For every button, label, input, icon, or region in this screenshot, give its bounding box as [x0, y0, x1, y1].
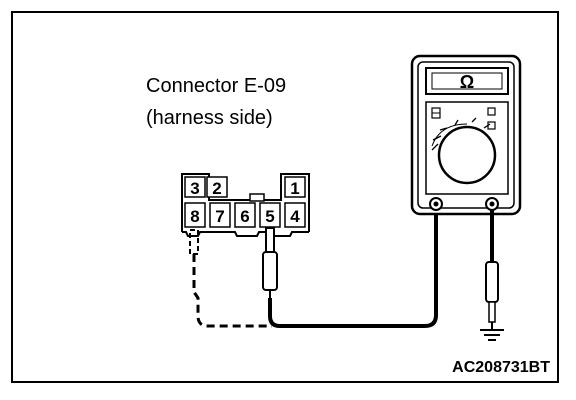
- pin-number: 3: [190, 179, 199, 198]
- pin-cell-4: [284, 202, 306, 228]
- pin-number: 1: [290, 179, 299, 198]
- connector-name-label: Connector E-09: [146, 75, 286, 97]
- pin-cell-8: [184, 202, 206, 228]
- pin-cell-7: [209, 202, 231, 228]
- pin-cell-3: [184, 176, 206, 198]
- pin-number: 2: [212, 179, 221, 198]
- test-lead-solid: [268, 205, 438, 328]
- pin-cell-6: [234, 202, 256, 228]
- figure-frame: [11, 11, 559, 383]
- pin-number: 5: [265, 207, 274, 226]
- ohmmeter-icon: Ω: [410, 54, 522, 216]
- ohm-symbol: Ω: [460, 72, 474, 92]
- figure-code: AC208731BT: [452, 359, 550, 376]
- probe-ground: [485, 261, 499, 323]
- connector-side-label: (harness side): [146, 107, 273, 129]
- connector-e09: 3 2 1 8 7 6 5 4: [181, 173, 310, 237]
- test-lead-dashed: [189, 229, 272, 328]
- probe-pin-5: [262, 227, 278, 298]
- pin-number: 4: [290, 207, 300, 226]
- pin-number: 6: [240, 207, 249, 226]
- pin-cell-1: [284, 176, 306, 198]
- pin-cell-2: [206, 176, 228, 198]
- pin-number: 8: [190, 207, 199, 226]
- connector-latch: [249, 193, 265, 202]
- ground-icon: [480, 322, 504, 341]
- pin-number: 7: [215, 207, 224, 226]
